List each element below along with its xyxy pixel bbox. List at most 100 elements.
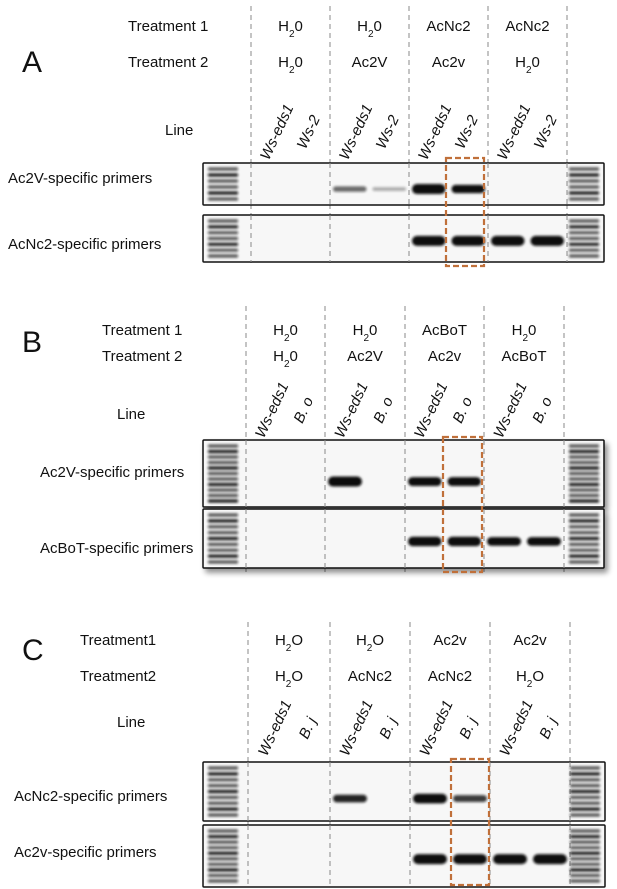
treatment1-value-base: H [353, 322, 364, 339]
ladder-band [569, 560, 599, 564]
gel-band [453, 795, 487, 803]
ladder-band [208, 231, 238, 235]
treatment2-value-base: Ac2V [352, 54, 388, 71]
gel-band [527, 537, 561, 546]
gel-1 [202, 761, 606, 822]
ladder-band [208, 197, 238, 201]
ladder-band [570, 813, 600, 817]
row-label-line: Line [117, 714, 145, 731]
ladder-band [570, 846, 600, 850]
ladder-right [569, 167, 599, 201]
treatment2-value: Ac2V [347, 348, 383, 365]
ladder-band [570, 840, 600, 844]
panel-letter: C [22, 634, 44, 667]
row-label-line: Line [165, 122, 193, 139]
ladder-band [569, 536, 599, 541]
ladder-band [569, 488, 599, 492]
treatment1-value: H20 [273, 322, 298, 344]
row-label-treatment-1: Treatment 1 [102, 322, 182, 339]
ladder-band [208, 455, 238, 459]
ladder-band [569, 248, 599, 252]
ladder-band [569, 197, 599, 201]
treatment1-value-tail: 0 [374, 18, 382, 35]
gel-band [451, 184, 485, 194]
ladder-band [208, 449, 238, 454]
treatment1-value: Ac2v [513, 632, 547, 649]
gel-band [533, 854, 567, 865]
treatment1-value-tail: O [291, 632, 303, 649]
ladder-band [569, 219, 599, 223]
gel-band [412, 184, 446, 195]
gel-frame [202, 214, 605, 263]
ladder-band [570, 801, 600, 805]
treatment2-value-subscript: 2 [527, 679, 533, 690]
ladder-right [569, 444, 599, 503]
treatment1-value-subscript: 2 [367, 643, 373, 654]
treatment1-value-tail: 0 [528, 322, 536, 339]
primer-label: AcNc2-specific primers [8, 236, 161, 253]
lane-label: Ws-eds1 [331, 380, 371, 441]
ladder-band [569, 167, 599, 171]
lane-label: B. o [290, 394, 317, 425]
ladder-band [208, 813, 238, 817]
treatment2-value: AcBoT [501, 348, 546, 365]
treatment2-value-subscript: 2 [289, 65, 295, 76]
gel-1 [202, 162, 605, 206]
ladder-band [208, 846, 238, 850]
gel-band [453, 854, 487, 865]
gel-2 [202, 214, 605, 263]
ladder-band [570, 879, 600, 883]
ladder-left [208, 513, 238, 564]
gel-band [447, 477, 481, 487]
treatment1-value-subscript: 2 [368, 29, 374, 40]
treatment2-value-tail: 0 [532, 54, 540, 71]
ladder-band [208, 254, 238, 258]
treatment1-value-base: H [512, 322, 523, 339]
treatment2-value: H20 [273, 348, 298, 370]
ladder-band [570, 829, 600, 833]
treatment1-value-base: Ac2v [433, 632, 467, 649]
ladder-band [208, 548, 238, 552]
ladder-band [570, 862, 600, 866]
treatment2-value: Ac2v [432, 54, 466, 71]
treatment2-value: AcNc2 [428, 668, 472, 685]
ladder-band [208, 857, 238, 861]
primer-label: Ac2V-specific primers [8, 170, 152, 187]
gel-frame [202, 508, 605, 569]
treatment1-value: H20 [353, 322, 378, 344]
treatment1-value: AcNc2 [426, 18, 470, 35]
gel-band [413, 793, 447, 804]
lane-label: Ws-eds1 [257, 102, 297, 163]
treatment2-value-base: Ac2V [347, 348, 383, 365]
ladder-band [569, 466, 599, 470]
treatment2-value-tail: 0 [295, 54, 303, 71]
treatment1-value-tail: 0 [290, 322, 298, 339]
lane-label: Ws-2 [373, 112, 403, 151]
gel-band [413, 854, 447, 865]
lane-label: Ws-2 [531, 112, 561, 151]
treatment1-value-subscript: 2 [284, 333, 290, 344]
ladder-band [208, 789, 238, 794]
treatment1-value-base: H [278, 18, 289, 35]
treatment2-value: H20 [515, 54, 540, 76]
ladder-band [208, 219, 238, 223]
ladder-band [208, 862, 238, 866]
gel-2 [202, 824, 606, 888]
gel-band [451, 235, 485, 246]
ladder-right [569, 219, 599, 258]
treatment1-value: Ac2v [433, 632, 467, 649]
row-label-treatment-2: Treatment 2 [128, 54, 208, 71]
ladder-right [570, 766, 600, 817]
treatment1-value: H20 [357, 18, 382, 40]
ladder-band [570, 857, 600, 861]
ladder-band [208, 248, 238, 252]
lane-label: Ws-eds1 [336, 102, 376, 163]
ladder-band [569, 525, 599, 529]
treatment2-value: H20 [278, 54, 303, 76]
ladder-band [570, 789, 600, 794]
